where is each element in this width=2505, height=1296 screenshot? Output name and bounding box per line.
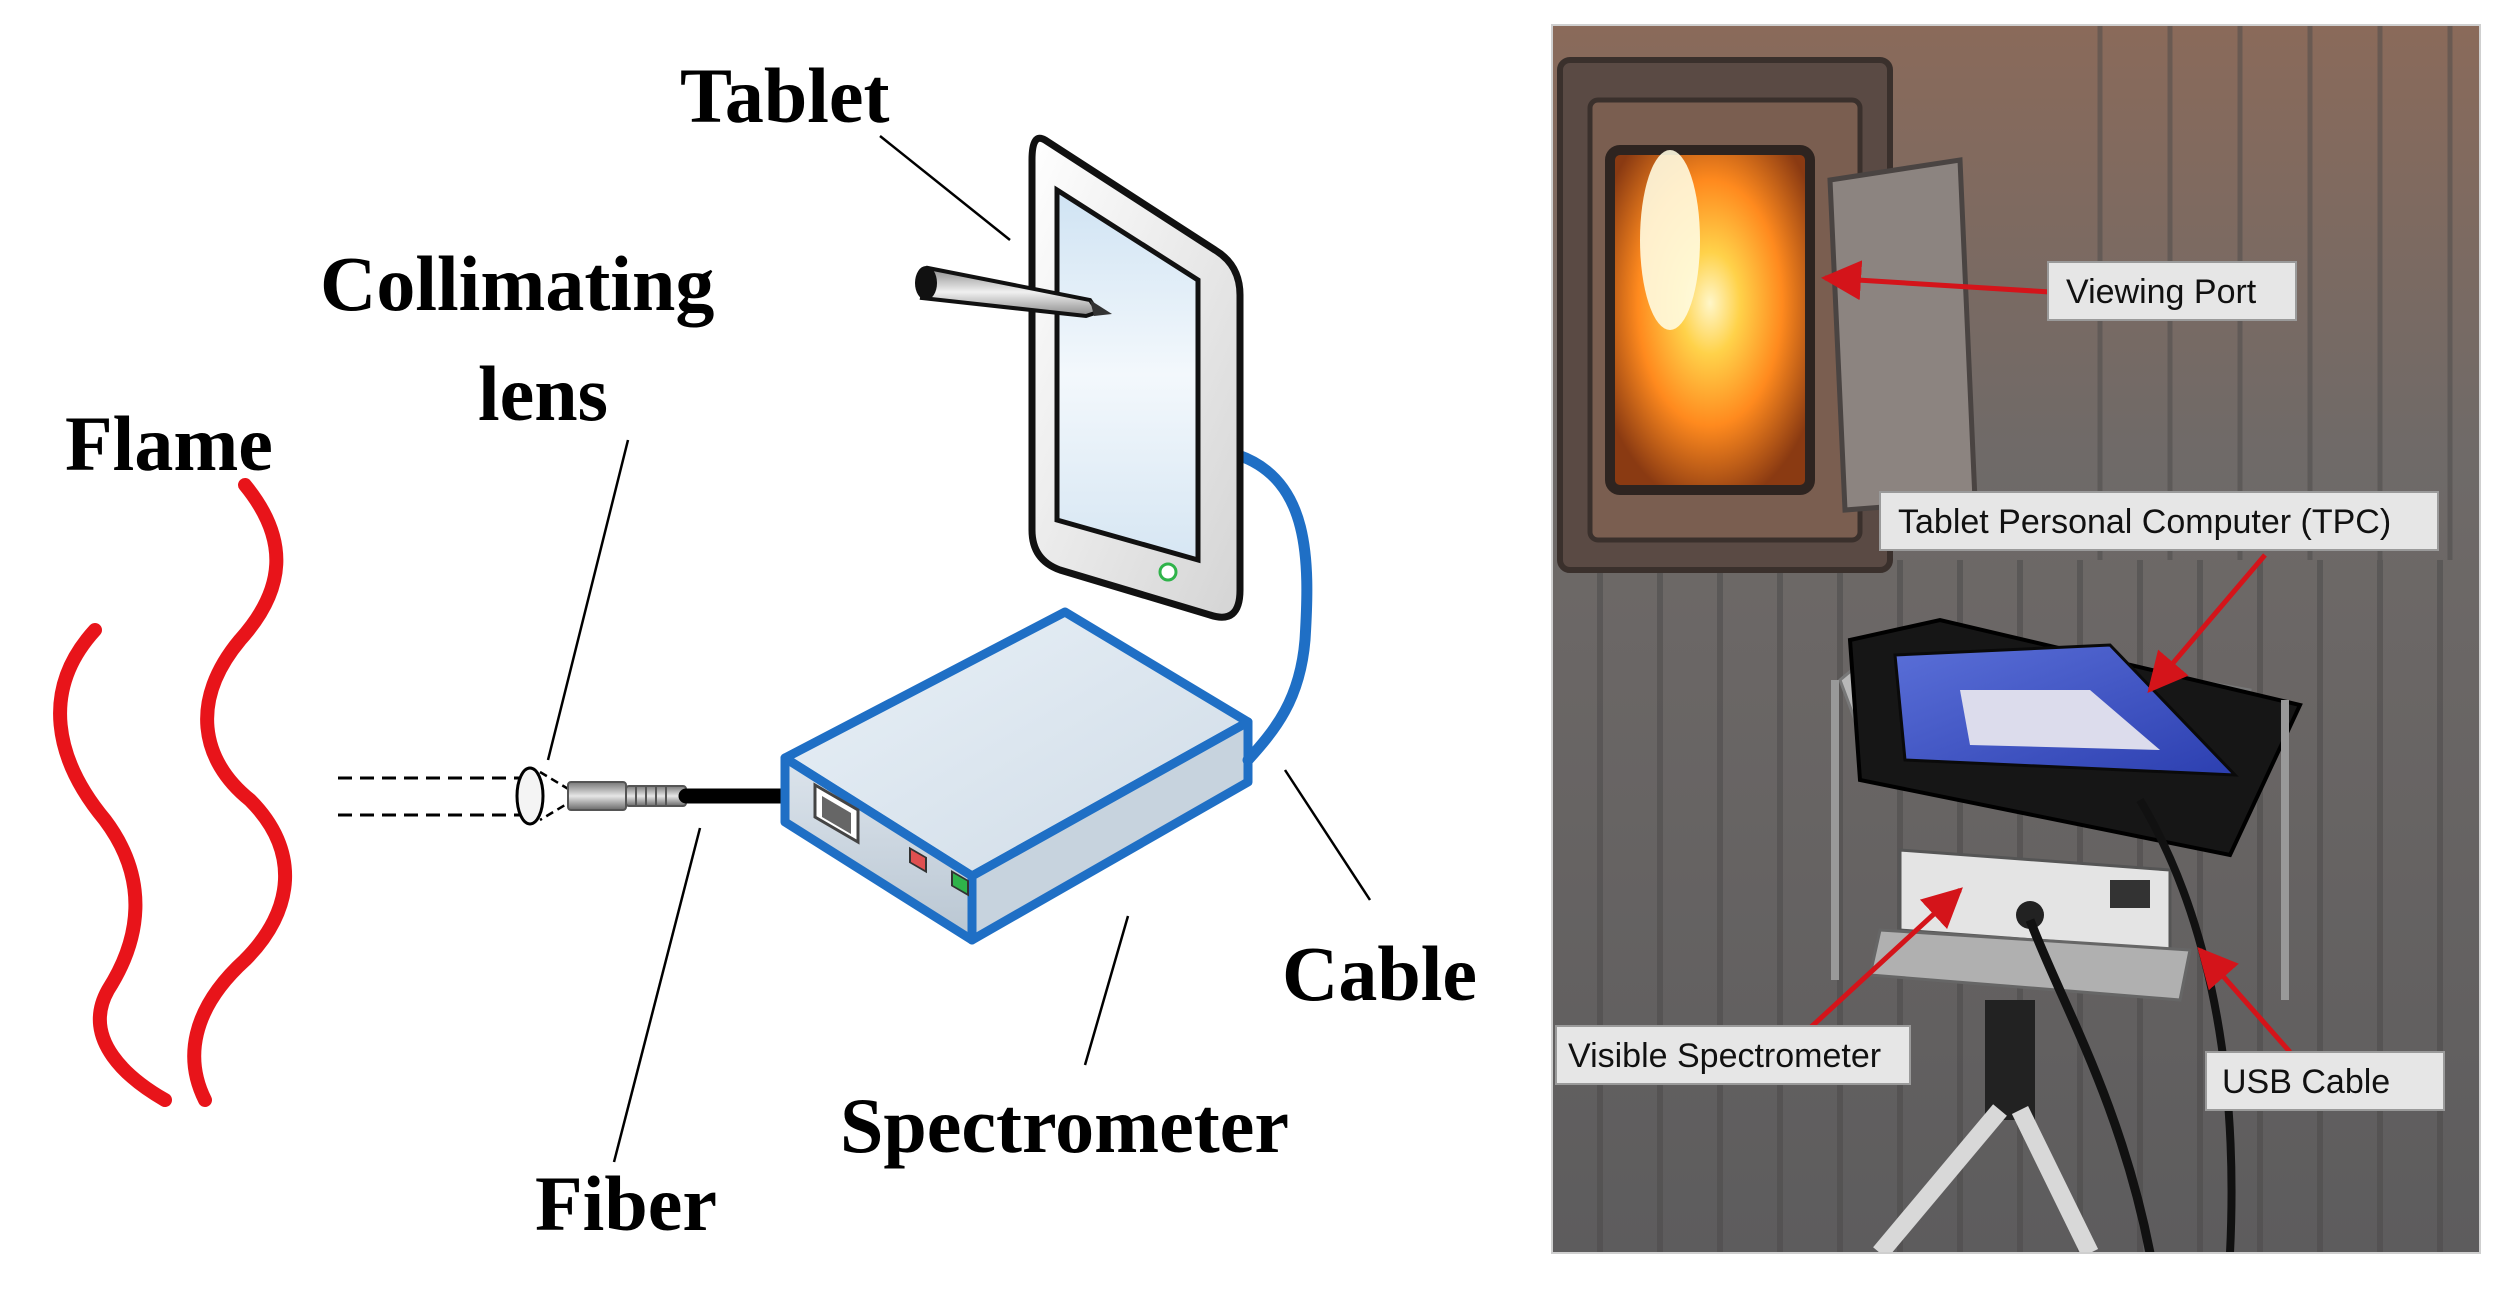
flame-wave-right xyxy=(187,478,293,1107)
callout-viewing-port: Viewing Port xyxy=(1821,260,2297,321)
label-lens: lens xyxy=(478,350,608,437)
spectrometer-icon xyxy=(780,607,1253,945)
leader-lines xyxy=(546,135,1372,1163)
photo-frame xyxy=(1551,24,2481,1254)
label-flame: Flame xyxy=(65,400,273,487)
callout-usb-cable-label: USB Cable xyxy=(2222,1063,2390,1101)
corrugated-wall xyxy=(1597,560,2443,1253)
tablet-home-button xyxy=(1158,562,1178,582)
callout-tpc: Tablet Personal Computer (TPC) xyxy=(1879,491,2439,694)
led-red xyxy=(909,846,927,874)
stylus-icon xyxy=(915,265,1112,319)
label-tablet: Tablet xyxy=(680,52,890,139)
label-spectrometer: Spectrometer xyxy=(840,1082,1289,1169)
label-collimating: Collimating xyxy=(320,240,714,327)
tablet-icon xyxy=(1028,134,1244,621)
cable-line xyxy=(1232,449,1313,766)
visible-spectrometer-device xyxy=(1831,680,2289,1002)
schematic: Tablet Collimating lens Flame Cable Spec… xyxy=(53,52,1477,1247)
photo-panel: Viewing Port Tablet Personal Computer (T… xyxy=(1552,25,2480,1253)
light-path xyxy=(338,776,528,817)
flame-wave-left xyxy=(53,623,172,1107)
callout-visible-spectrometer-label: Visible Spectrometer xyxy=(1568,1037,1881,1075)
callout-viewing-port-label: Viewing Port xyxy=(2066,273,2257,311)
viewing-port xyxy=(1605,145,1815,495)
label-cable: Cable xyxy=(1282,930,1477,1017)
led-green xyxy=(951,870,969,897)
tripod xyxy=(1873,1000,2099,1253)
label-fiber: Fiber xyxy=(535,1160,717,1247)
callout-tpc-label: Tablet Personal Computer (TPC) xyxy=(1898,503,2391,541)
callout-visible-spectrometer: Visible Spectrometer xyxy=(1555,887,1963,1085)
collimating-lens-icon xyxy=(515,766,687,826)
callout-usb-cable: USB Cable xyxy=(2197,947,2445,1111)
flame-icon xyxy=(53,478,293,1107)
